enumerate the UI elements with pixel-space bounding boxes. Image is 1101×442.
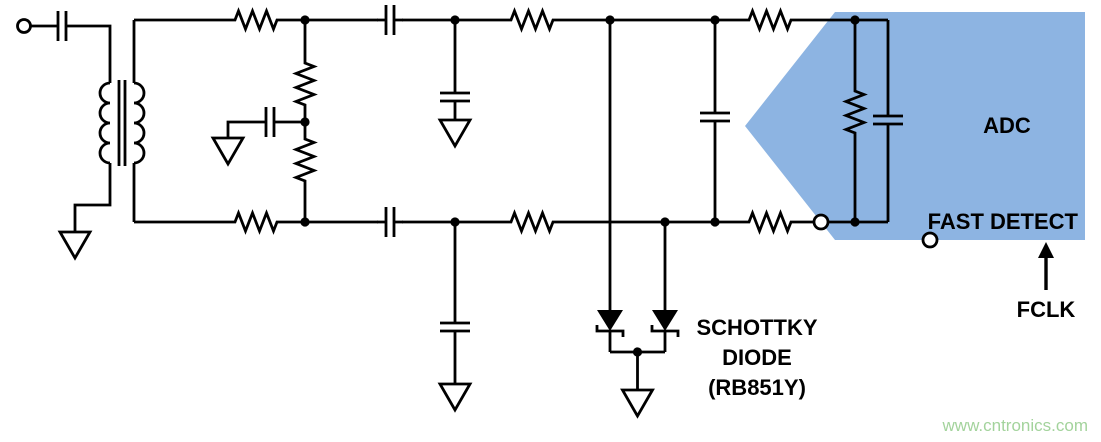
primary-ground-symbol [58, 230, 92, 260]
schottky-ground-symbol [621, 388, 654, 418]
schottky-label-line2: DIODE [722, 345, 792, 370]
dc-block-capacitor [47, 9, 77, 43]
labels: ADC FAST DETECT SCHOTTKY DIODE (RB851Y) … [697, 113, 1089, 435]
top-series-capacitor [375, 3, 405, 37]
input-wire [30, 24, 112, 83]
top-series-resistor-1 [230, 9, 282, 31]
bottom-series-resistor-3 [744, 211, 796, 233]
schottky-label-line3: (RB851Y) [708, 375, 806, 400]
adc-label: ADC [983, 113, 1031, 138]
primary-ground-wire [73, 163, 112, 232]
wiring [16, 3, 1054, 418]
termination-resistor-upper [294, 58, 316, 110]
transformer-secondary-coil [133, 81, 146, 165]
adc-block [745, 12, 1085, 240]
schottky-label-line1: SCHOTTKY [697, 315, 818, 340]
watermark: www.cntronics.com [942, 416, 1088, 435]
termination-resistor-lower [294, 134, 316, 186]
fast-detect-label: FAST DETECT [928, 209, 1079, 234]
midpoint-bypass-capacitor [255, 105, 285, 139]
midpoint-ground-symbol [211, 136, 245, 166]
differential-shunt-capacitor [698, 102, 732, 132]
transformer-primary-coil [98, 81, 111, 165]
fclk-label: FCLK [1017, 297, 1076, 322]
transformer-core [117, 80, 127, 166]
bottom-series-resistor-1 [230, 211, 282, 233]
bottom-series-capacitor [375, 205, 405, 239]
bottom-shunt-capacitor [438, 312, 472, 342]
top-series-resistor-2 [506, 9, 558, 31]
schottky-join-wire [610, 350, 665, 390]
top-shunt-capacitor [438, 82, 472, 112]
fclk-arrow-head [1038, 242, 1054, 258]
fast-detect-pin [921, 231, 939, 249]
top-series-resistor-3 [744, 9, 796, 31]
junction-dots [298, 13, 861, 359]
bottom-shunt-ground-symbol [438, 382, 472, 412]
analog-input-pin [812, 213, 830, 231]
top-shunt-ground-symbol [438, 118, 472, 148]
input-terminal [16, 18, 32, 34]
bottom-series-resistor-2 [506, 211, 558, 233]
